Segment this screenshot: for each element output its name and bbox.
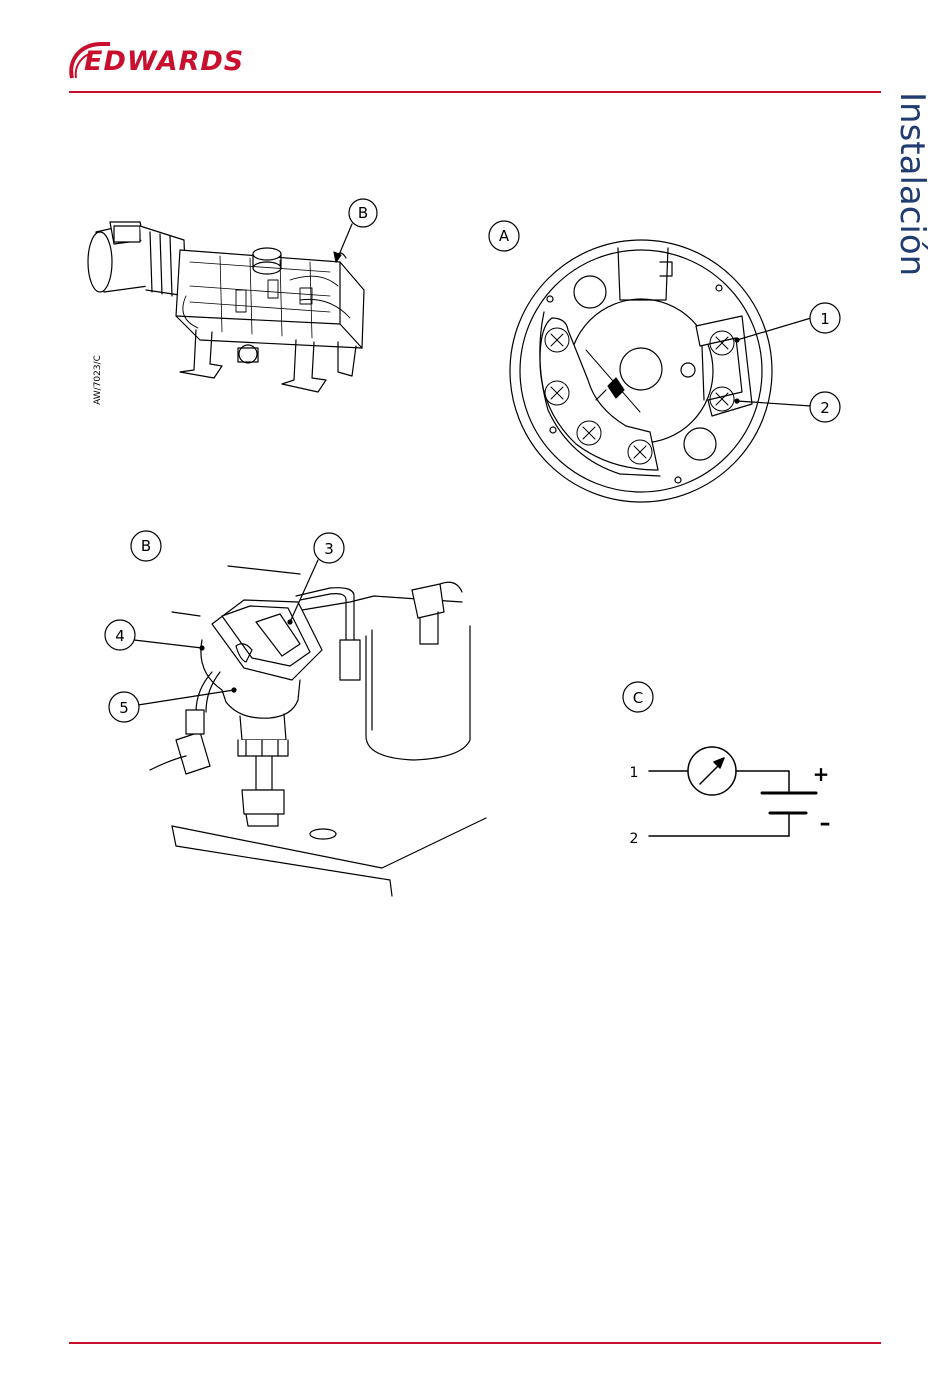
callout-3-label: 3 xyxy=(324,540,334,558)
circuit-minus: – xyxy=(820,811,831,836)
circuit-terminal-1: 1 xyxy=(630,765,639,781)
panel-b-label: B xyxy=(141,537,151,555)
circuit-terminal-2: 2 xyxy=(630,831,639,847)
panel-a-label: A xyxy=(499,227,510,245)
circuit-plus: + xyxy=(813,762,830,786)
pump-overview-drawing xyxy=(88,222,364,392)
callout-1-label: 1 xyxy=(820,310,830,328)
circuit-diagram xyxy=(649,747,816,836)
callout-2-label: 2 xyxy=(820,399,830,417)
sensor-closeup-drawing xyxy=(134,560,486,896)
panel-c-label: C xyxy=(633,689,643,707)
callout-5-label: 5 xyxy=(119,699,129,717)
callout-4-label: 4 xyxy=(115,627,125,645)
terminal-head-plan-view xyxy=(510,240,811,502)
figure-reference: AW/7023/C xyxy=(93,355,103,405)
callout-b-overview-label: B xyxy=(358,204,368,222)
